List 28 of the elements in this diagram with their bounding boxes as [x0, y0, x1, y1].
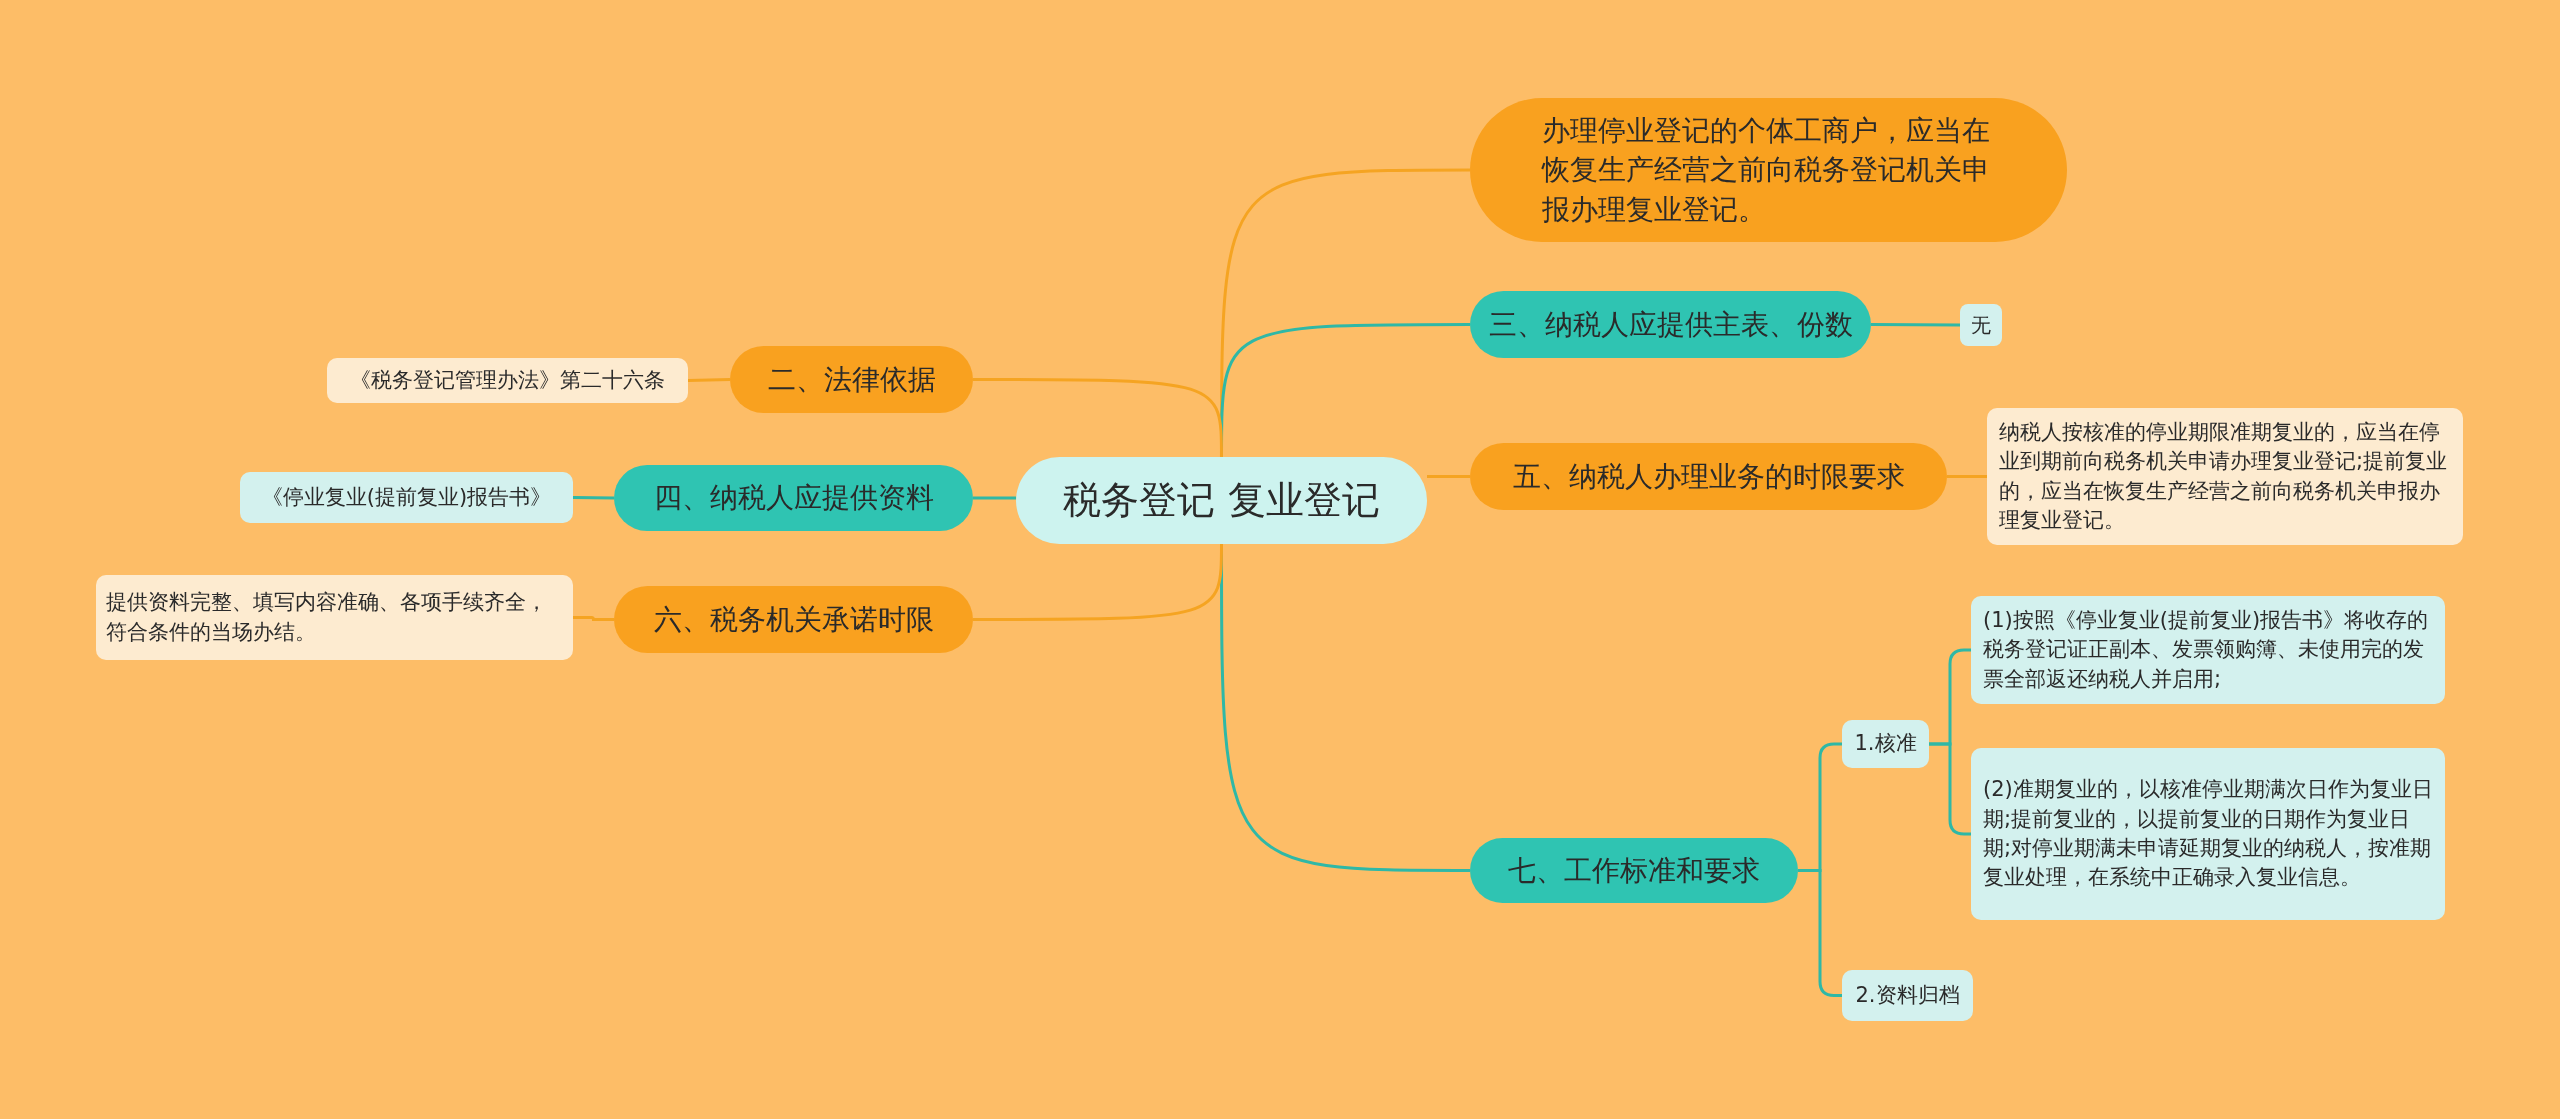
subtopic-box: (1)按照《停业复业(提前复业)报告书》将收存的税务登记证正副本、发票领购簿、未使用完的发票全部返还纳税人并启用;	[1971, 596, 2445, 704]
subtopic-box: (2)准期复业的，以核准停业期满次日作为复业日期;提前复业的，以提前复业的日期作为复业日期;对停业期满未申请延期复业的纳税人，按准期复业处理，在系统中正确录入复业信息。	[1971, 748, 2445, 920]
subtopic-box: 无	[1960, 304, 2002, 346]
subtopic-box: 纳税人按核准的停业期限准期复业的，应当在停业到期前向税务机关申请办理复业登记;提前复业的，应当在恢复生产经营之前向税务机关申报办理复业登记。	[1987, 408, 2463, 545]
topic-box: 办理停业登记的个体工商户，应当在恢复生产经营之前向税务登记机关申报办理复业登记。	[1470, 98, 2067, 242]
connector-line	[1947, 475, 1987, 478]
topic-box: 三、纳税人应提供主表、份数	[1470, 291, 1871, 358]
connector-line	[1798, 869, 1842, 997]
subtopic-box: 1.核准	[1842, 720, 1929, 768]
subtopic-box: 《停业复业(提前复业)报告书》	[240, 472, 573, 523]
subtopic-box: 《税务登记管理办法》第二十六条	[327, 358, 688, 403]
topic-box: 六、税务机关承诺时限	[614, 586, 973, 653]
topic-box: 四、纳税人应提供资料	[614, 465, 973, 531]
connector-line	[973, 544, 1223, 621]
subtopic-box: 提供资料完整、填写内容准确、各项手续齐全，符合条件的当场办结。	[96, 575, 573, 660]
connector-line	[973, 496, 1016, 500]
topic-box: 七、工作标准和要求	[1470, 838, 1798, 903]
connector-line	[687, 378, 731, 382]
topic-box: 五、纳税人办理业务的时限要求	[1470, 443, 1947, 510]
connector-line	[1427, 475, 1470, 478]
connector-line	[973, 378, 1223, 457]
root-topic: 税务登记 复业登记	[1016, 457, 1427, 544]
connector-line	[573, 616, 614, 621]
connector-line	[1929, 742, 1971, 836]
connector-line	[1871, 323, 1960, 327]
connector-line	[572, 496, 615, 500]
subtopic-box: 2.资料归档	[1842, 970, 1973, 1021]
topic-box: 二、法律依据	[730, 346, 973, 413]
